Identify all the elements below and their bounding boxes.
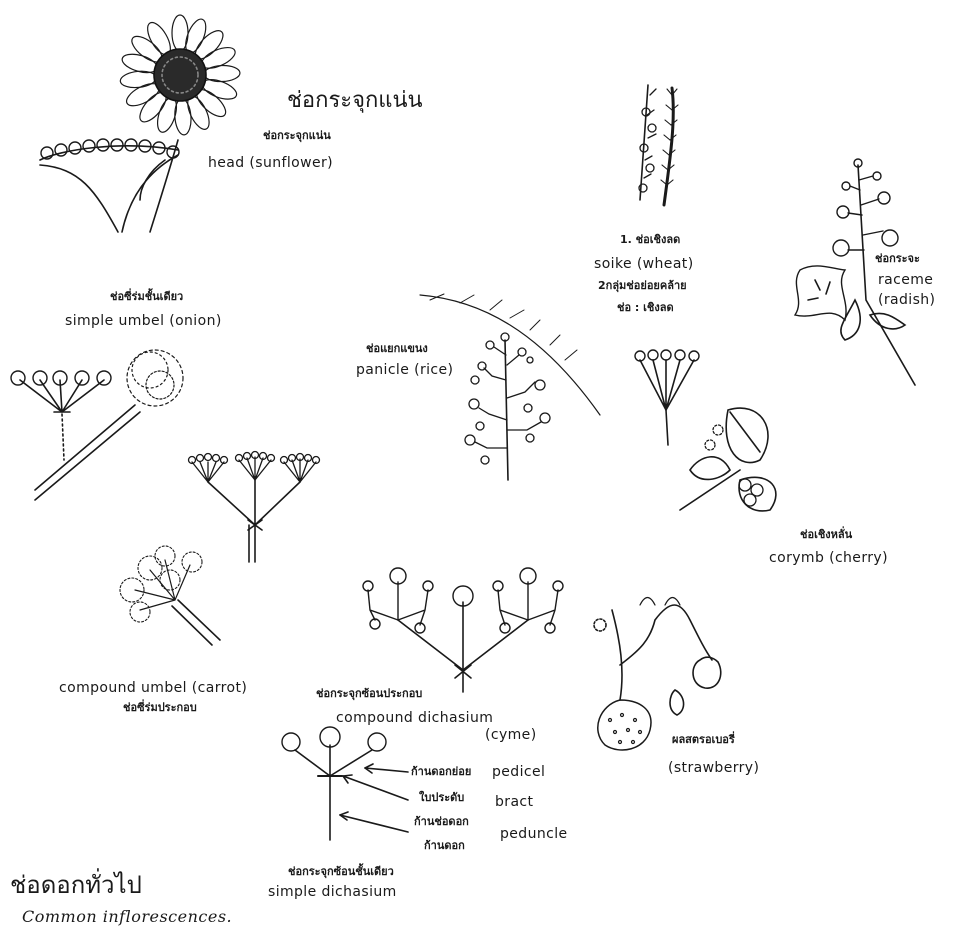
compound-umbel-diagram	[189, 452, 320, 563]
compound-dichasium-thai-label: ช่อกระจุกซ้อนประกอบ	[316, 688, 422, 701]
compound-dichasium-drawing	[363, 568, 563, 692]
peduncle-english-label: peduncle	[500, 826, 568, 842]
corymb-diagram	[635, 350, 699, 445]
sunflower-head-drawing	[40, 15, 240, 232]
figure-caption: Common inflorescences.	[22, 908, 232, 926]
pedicel-english-label: pedicel	[492, 764, 545, 780]
wheat-spike-drawing	[639, 85, 678, 205]
corymb-thai-label: ช่อเชิงหลั่น	[800, 529, 852, 542]
carrot-compound-umbel-drawing	[120, 546, 220, 645]
compound-dichasium-english-label-2: (cyme)	[485, 727, 537, 743]
pedicel-thai-label: ก้านดอกย่อย	[411, 766, 471, 779]
spike-thai-label: 1. ช่อเชิงลด	[620, 234, 680, 247]
simple-umbel-english-label: simple umbel (onion)	[65, 313, 222, 329]
raceme-english-label: raceme	[878, 272, 933, 288]
panicle-english-label: panicle (rice)	[356, 362, 453, 378]
simple-dichasium-thai-label: ช่อกระจุกซ้อนชั้นเดียว	[288, 866, 394, 879]
onion-simple-umbel-drawing	[11, 350, 183, 500]
simple-dichasium-drawing	[282, 727, 408, 840]
compound-umbel-thai-label: ช่อซี่ร่มประกอบ	[123, 702, 197, 715]
cherry-corymb-drawing	[680, 408, 776, 511]
head-thai-label: ช่อกระจุกแน่น	[263, 130, 331, 143]
strawberry-thai-label: ผลสตรอเบอรี่	[672, 734, 735, 747]
simple-umbel-thai-label: ช่อซี่ร่มชั้นเดียว	[110, 291, 183, 304]
spike-english-label: soike (wheat)	[594, 256, 694, 272]
rice-panicle-drawing	[420, 294, 600, 480]
corymb-english-label: corymb (cherry)	[769, 550, 888, 566]
spike-thai-note-2: ช่อ : เชิงลด	[617, 302, 674, 315]
strawberry-english-label: (strawberry)	[668, 760, 759, 776]
peduncle-thai-label: ก้านช่อดอก	[414, 816, 469, 829]
bract-thai-label: ใบประดับ	[419, 792, 464, 805]
spike-thai-note-1: 2กลุ่มช่อย่อยคล้าย	[598, 280, 687, 293]
compound-dichasium-english-label: compound dichasium	[336, 710, 493, 726]
simple-dichasium-english-label: simple dichasium	[268, 884, 397, 900]
stalk-thai-label: ก้านดอก	[424, 840, 465, 853]
figure-title-thai: ช่อดอกทั่วไป	[10, 872, 142, 900]
raceme-english-label-2: (radish)	[878, 292, 935, 308]
head-english-label: head (sunflower)	[208, 155, 333, 171]
bract-english-label: bract	[495, 794, 533, 810]
panicle-thai-label: ช่อแยกแขนง	[366, 343, 428, 356]
compound-umbel-english-label: compound umbel (carrot)	[59, 680, 247, 696]
raceme-thai-label: ช่อกระจะ	[875, 253, 920, 266]
strawberry-drawing	[594, 598, 721, 751]
head-thai-large-label: ช่อกระจุกแน่น	[287, 88, 423, 113]
